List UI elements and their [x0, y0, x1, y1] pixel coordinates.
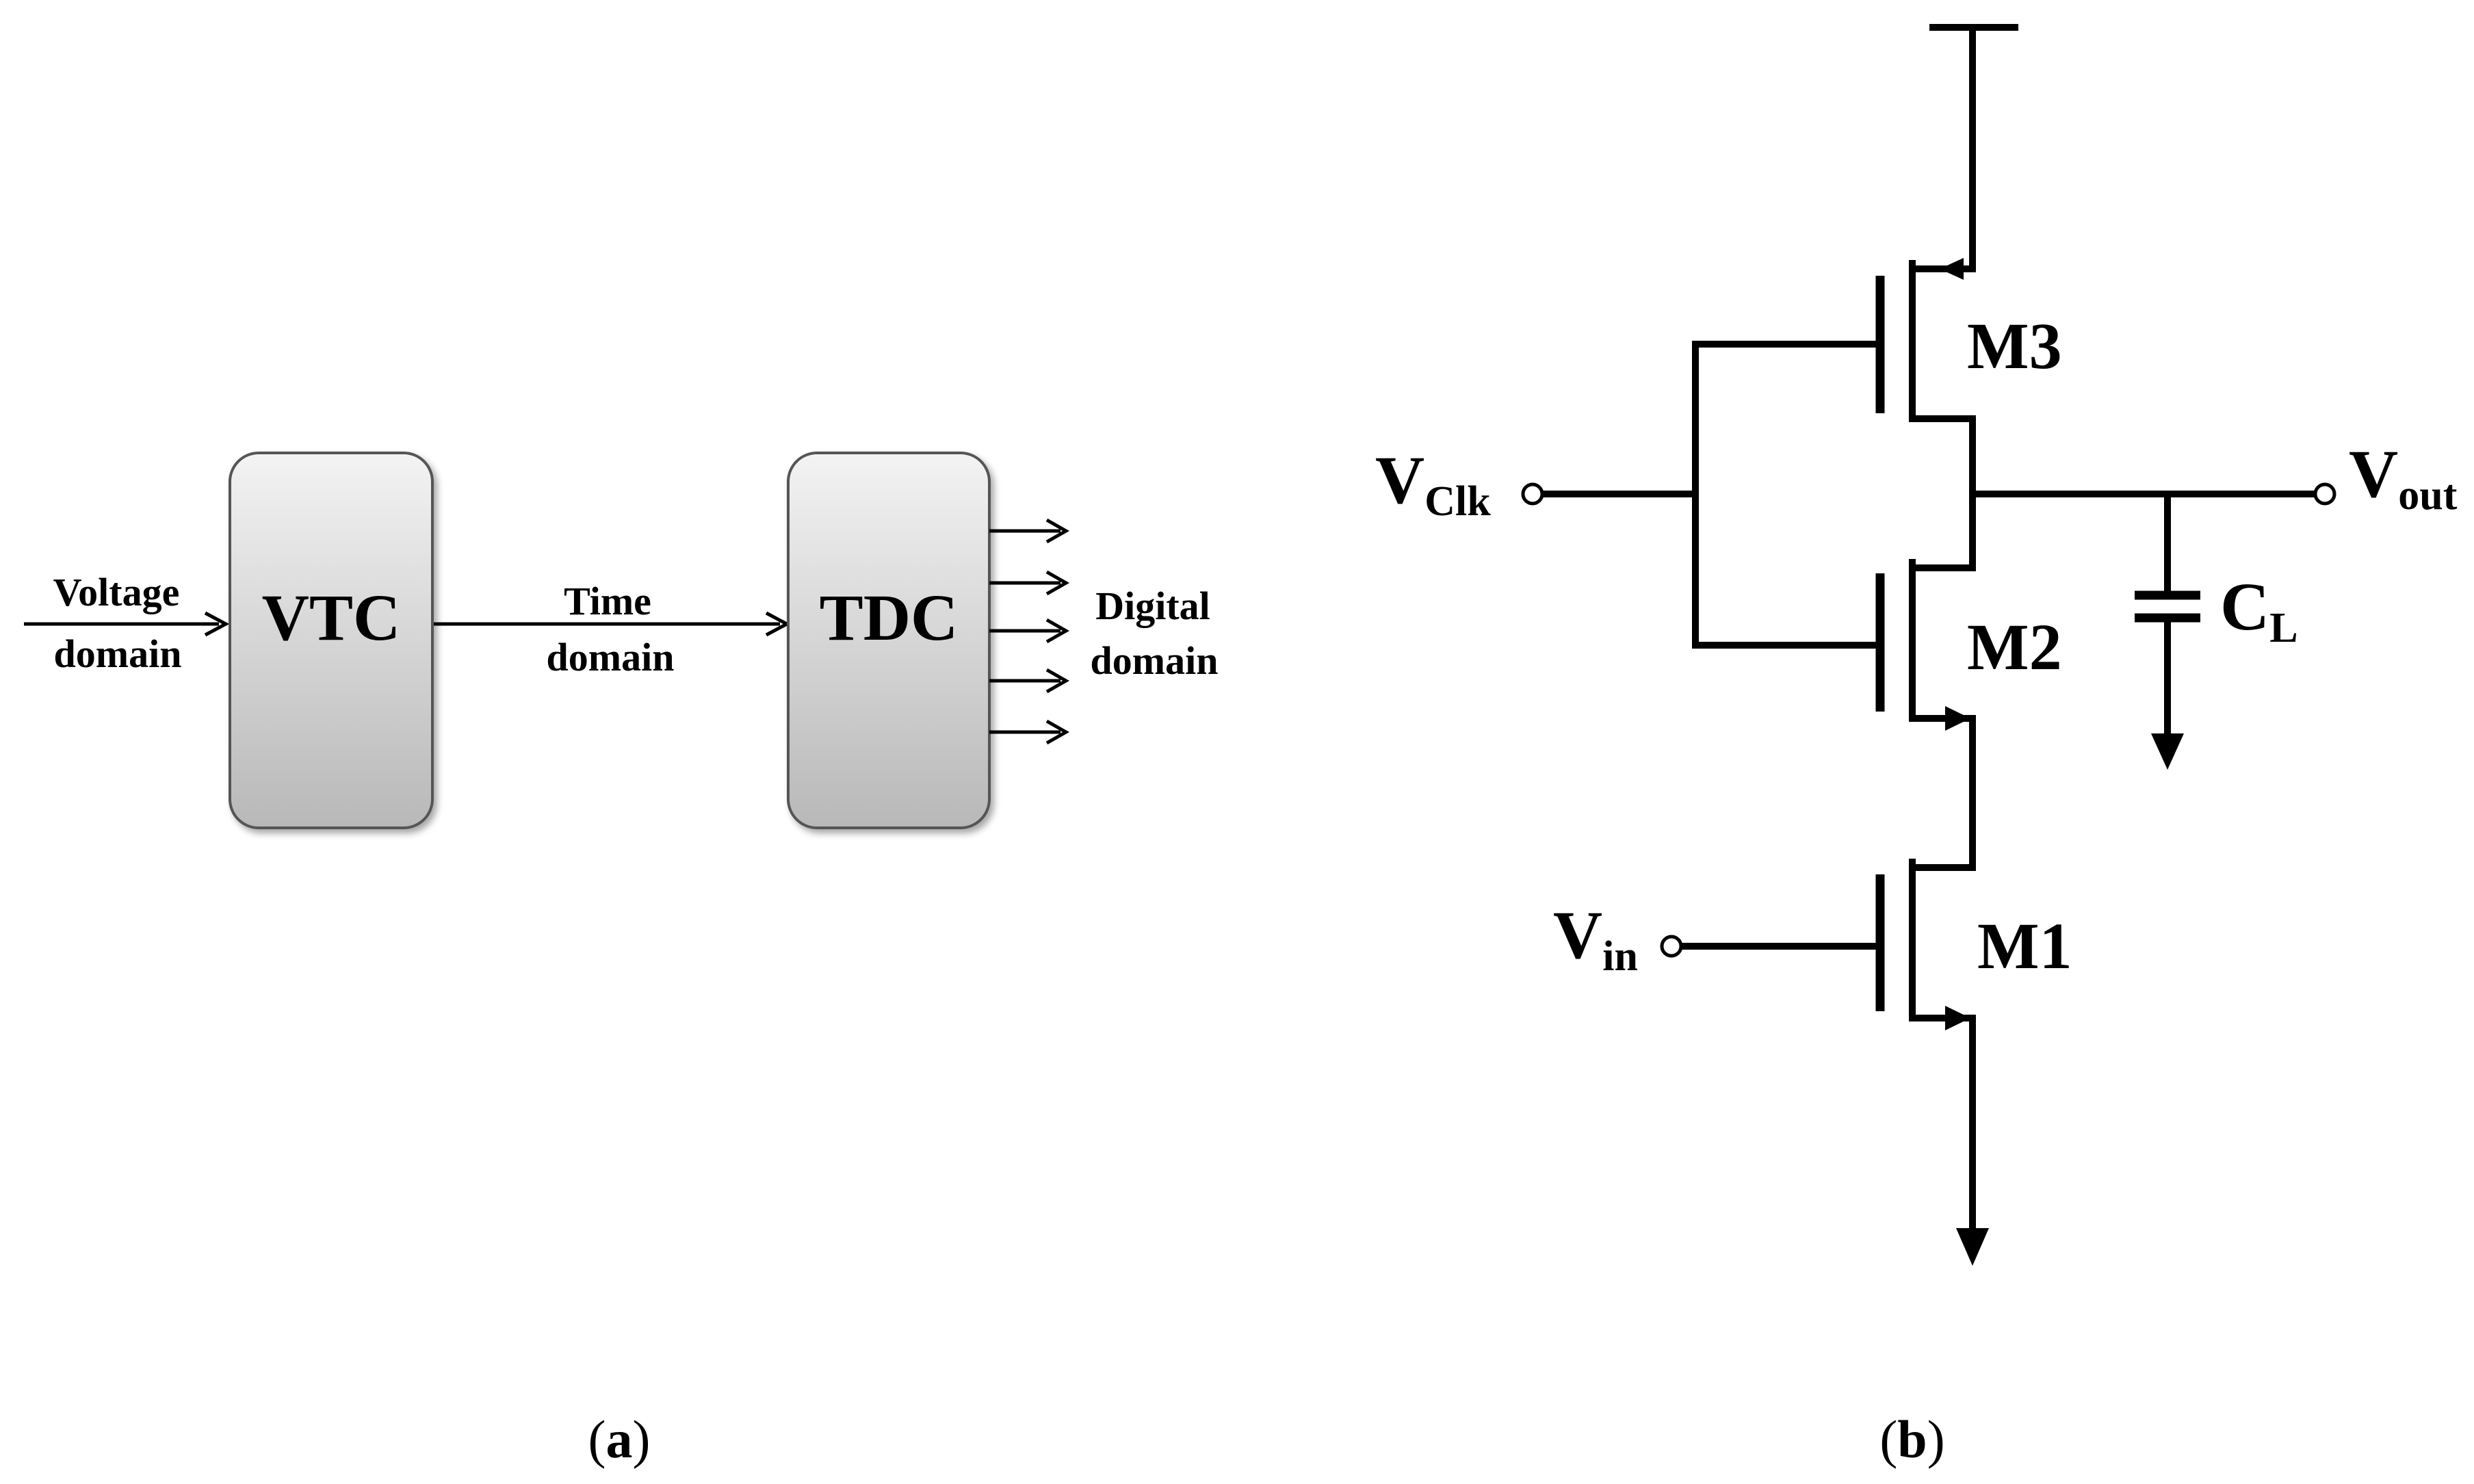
- mid-label-line1: Time: [564, 579, 651, 623]
- tdc-block: [787, 452, 991, 829]
- m3-label: M3: [1967, 309, 2062, 382]
- vtc-label: VTC: [262, 581, 401, 654]
- vclk-label: VClk: [1375, 442, 1491, 525]
- output-label-line1: Digital: [1095, 584, 1210, 628]
- m1-label: M1: [1977, 909, 2072, 982]
- m2-label: M2: [1967, 610, 2062, 684]
- mid-label-line2: domain: [547, 635, 675, 679]
- output-label-line2: domain: [1091, 638, 1219, 683]
- circuit-diagram-b: M3 Vout CL M2 VClk: [1375, 24, 2458, 1469]
- transistor-m1: [1680, 859, 1976, 1030]
- input-label-line2: domain: [54, 632, 182, 676]
- vin-terminal: [1660, 935, 1683, 958]
- vclk-terminal: [1521, 482, 1544, 506]
- vtc-block: [229, 452, 434, 829]
- load-capacitor: [2135, 491, 2200, 770]
- transistor-m2: [1692, 559, 1976, 731]
- output-arrows: [989, 518, 1070, 745]
- transistor-m3: [1692, 258, 1976, 422]
- caption-a: (a): [588, 1409, 651, 1469]
- input-arrow: [24, 611, 230, 637]
- block-diagram-a: Voltage domain VTC Time domain TDC Digit…: [24, 452, 1219, 1469]
- vout-terminal: [2313, 482, 2336, 506]
- vin-label: Vin: [1553, 897, 1638, 980]
- tdc-label: TDC: [820, 581, 959, 654]
- ground-arrow: [1956, 1228, 1989, 1266]
- input-label-line1: Voltage: [53, 570, 180, 614]
- caption-b: (b): [1879, 1409, 1944, 1469]
- vout-label: Vout: [2349, 436, 2458, 519]
- cl-label: CL: [2220, 569, 2298, 651]
